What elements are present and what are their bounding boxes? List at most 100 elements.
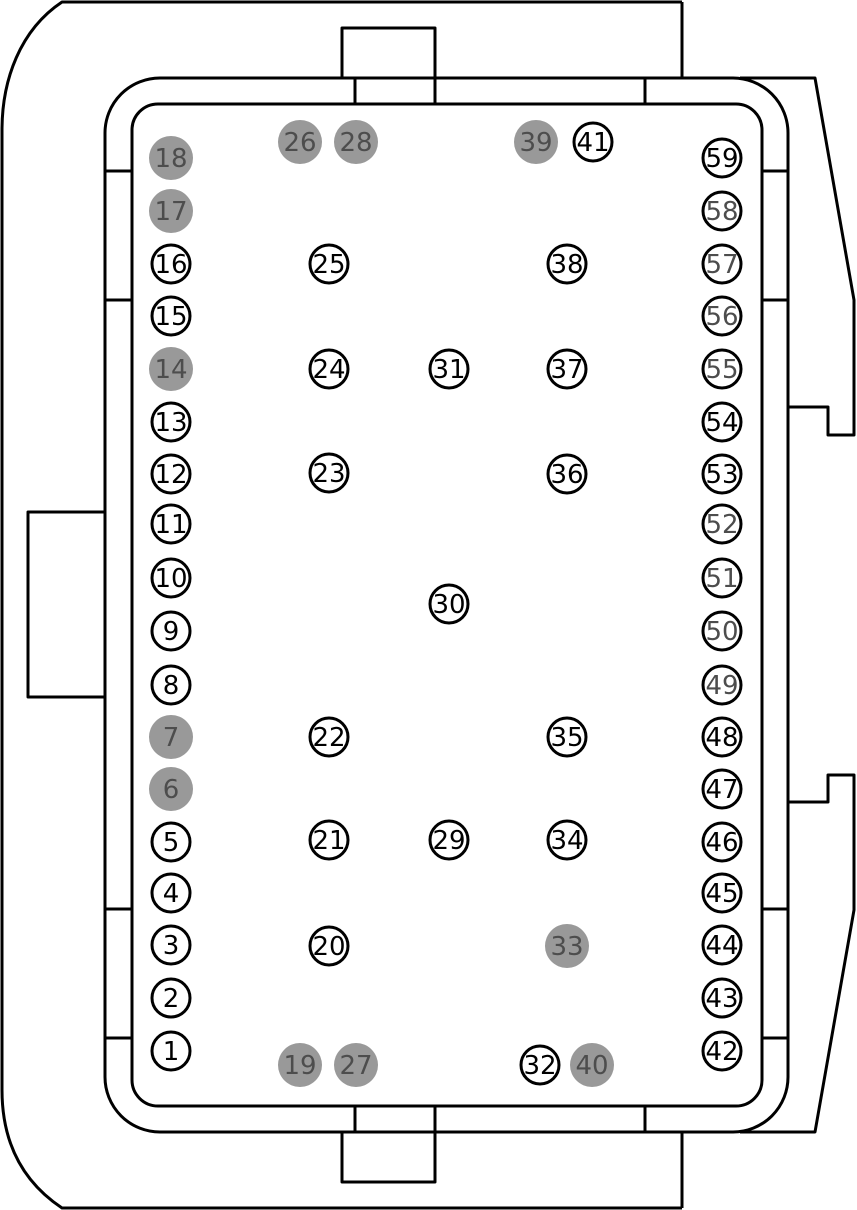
- pin-layer: 1234567891011121314151617181920212223242…: [149, 120, 743, 1087]
- pin-37-marker: [546, 348, 588, 390]
- pin-12-marker: [150, 453, 192, 495]
- pin-25-label: 25: [312, 250, 345, 280]
- pin-15-label: 15: [154, 302, 187, 332]
- pin-57: 57: [701, 243, 743, 285]
- pin-37-label: 37: [550, 355, 583, 385]
- pin-32-label: 32: [523, 1051, 556, 1081]
- pin-41-label: 41: [576, 128, 609, 158]
- pin-24-label: 24: [312, 355, 345, 385]
- pin-44-label: 44: [705, 931, 738, 961]
- pin-22-label: 22: [312, 723, 345, 753]
- pin-48-marker: [701, 716, 743, 758]
- pin-28: 28: [334, 120, 378, 164]
- pin-21-label: 21: [312, 826, 345, 856]
- pin-19-label: 19: [283, 1051, 316, 1081]
- pin-41-marker: [572, 121, 614, 163]
- pin-52: 52: [701, 503, 743, 545]
- pin-55-marker: [701, 348, 743, 390]
- pin-55-label: 55: [705, 355, 738, 385]
- pin-18-marker: [149, 136, 193, 180]
- pin-49: 49: [701, 664, 743, 706]
- pin-45: 45: [701, 872, 743, 914]
- pin-16: 16: [150, 243, 192, 285]
- pin-5-marker: [150, 821, 192, 863]
- pin-29-marker: [428, 819, 470, 861]
- pin-54-marker: [701, 401, 743, 443]
- pin-22: 22: [308, 716, 350, 758]
- pin-17: 17: [149, 189, 193, 233]
- pin-10-marker: [150, 557, 192, 599]
- pin-9: 9: [150, 610, 192, 652]
- pin-46: 46: [701, 821, 743, 863]
- pin-14: 14: [149, 347, 193, 391]
- pin-31: 31: [428, 348, 470, 390]
- pin-8: 8: [150, 664, 192, 706]
- pin-9-marker: [150, 610, 192, 652]
- pin-56-label: 56: [705, 302, 738, 332]
- pin-51-label: 51: [705, 564, 738, 594]
- pin-58-label: 58: [705, 197, 738, 227]
- right-lock-arm-lower: [740, 773, 856, 1134]
- right-lock-arm-upper: [740, 76, 856, 437]
- pin-23-marker: [308, 452, 350, 494]
- pin-5-label: 5: [163, 828, 180, 858]
- pin-12: 12: [150, 453, 192, 495]
- outer-frame: [103, 76, 790, 1134]
- pin-47-marker: [701, 768, 743, 810]
- pin-20-label: 20: [312, 932, 345, 962]
- pin-11: 11: [150, 503, 192, 545]
- pin-43-label: 43: [705, 984, 738, 1014]
- pin-1-label: 1: [163, 1037, 180, 1067]
- pin-6-marker: [149, 767, 193, 811]
- pin-43: 43: [701, 977, 743, 1019]
- pin-57-marker: [701, 243, 743, 285]
- pin-57-label: 57: [705, 250, 738, 280]
- pin-34: 34: [546, 819, 588, 861]
- pin-21-marker: [308, 819, 350, 861]
- pin-34-label: 34: [550, 826, 583, 856]
- pin-32-marker: [519, 1044, 561, 1086]
- pin-9-label: 9: [163, 617, 180, 647]
- pin-12-label: 12: [154, 460, 187, 490]
- pin-55: 55: [701, 348, 743, 390]
- pin-52-marker: [701, 503, 743, 545]
- pin-58-marker: [701, 190, 743, 232]
- pin-20-marker: [308, 925, 350, 967]
- pin-10-label: 10: [154, 564, 187, 594]
- pin-24-marker: [308, 348, 350, 390]
- pin-26-label: 26: [283, 128, 316, 158]
- pin-50: 50: [701, 610, 743, 652]
- pin-28-label: 28: [339, 128, 372, 158]
- pin-27-label: 27: [339, 1051, 372, 1081]
- pin-4-marker: [150, 872, 192, 914]
- pin-29: 29: [428, 819, 470, 861]
- pin-20: 20: [308, 925, 350, 967]
- pin-38: 38: [546, 243, 588, 285]
- pin-23: 23: [308, 452, 350, 494]
- pin-21: 21: [308, 819, 350, 861]
- pin-42-marker: [701, 1030, 743, 1072]
- pin-43-marker: [701, 977, 743, 1019]
- pin-29-label: 29: [432, 826, 465, 856]
- pin-40: 40: [570, 1043, 614, 1087]
- pin-47: 47: [701, 768, 743, 810]
- pin-38-marker: [546, 243, 588, 285]
- pin-7-label: 7: [163, 723, 180, 753]
- pin-41: 41: [572, 121, 614, 163]
- pin-59-marker: [701, 137, 743, 179]
- pin-18: 18: [149, 136, 193, 180]
- pin-54-label: 54: [705, 408, 738, 438]
- pin-36: 36: [546, 453, 588, 495]
- pin-18-label: 18: [154, 144, 187, 174]
- pin-44-marker: [701, 924, 743, 966]
- pin-6-label: 6: [163, 775, 180, 805]
- pin-42-label: 42: [705, 1037, 738, 1067]
- pin-31-marker: [428, 348, 470, 390]
- pin-5: 5: [150, 821, 192, 863]
- pin-39: 39: [514, 120, 558, 164]
- pin-56: 56: [701, 295, 743, 337]
- pin-8-label: 8: [163, 671, 180, 701]
- pin-30-label: 30: [432, 590, 465, 620]
- pin-25-marker: [308, 243, 350, 285]
